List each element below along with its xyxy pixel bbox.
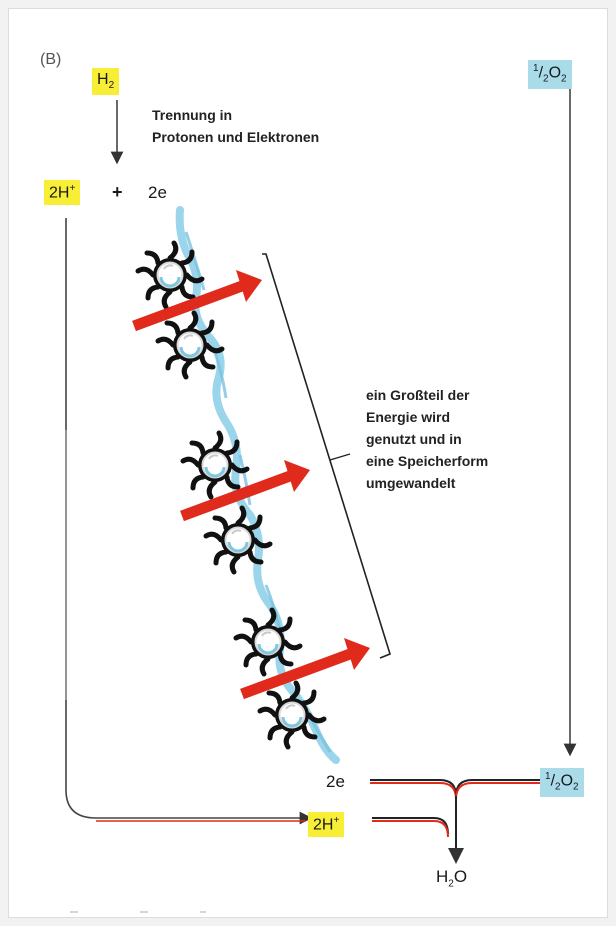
h2-base: H: [97, 71, 109, 88]
protons-base: 2H: [313, 816, 334, 834]
note-line: genutzt und in: [366, 431, 462, 447]
water-formation-lines: [370, 779, 540, 864]
o2-base: O: [548, 64, 562, 82]
water-subscript: 2: [448, 878, 454, 890]
half-o2-top-label: 1/2O2: [528, 60, 572, 89]
energy-arrow-icon: [180, 460, 310, 522]
fraction-numerator: 1: [545, 771, 551, 782]
proton-path-line: [65, 218, 313, 825]
water-o: O: [453, 867, 468, 886]
protons-charge: +: [333, 815, 340, 826]
protons-bottom-label: 2H+: [308, 812, 345, 838]
water-h: H: [436, 867, 449, 886]
diagram-panel: [8, 8, 608, 918]
protons-top-label: 2H+: [44, 180, 81, 206]
o2-subscript: 2: [573, 781, 579, 793]
electrons-bottom-label: 2e: [326, 772, 345, 791]
note-line: umgewandelt: [366, 475, 456, 491]
fraction-denominator: 2: [555, 781, 561, 793]
h2-label: H2: [92, 68, 120, 96]
electrons-top-label: 2e: [148, 183, 167, 202]
gear-wheel-icon: [236, 610, 300, 674]
half-o2-bottom-label: 1/2O2: [540, 768, 584, 797]
fraction-denominator: 2: [543, 73, 549, 85]
energy-note: ein Großteil der Energie wird genutzt un…: [366, 384, 488, 494]
note-line: eine Speicherform: [366, 453, 489, 469]
protons-charge: +: [69, 183, 76, 194]
o2-subscript: 2: [561, 73, 567, 85]
o2-base: O: [560, 772, 574, 790]
energy-arrow-icon: [132, 270, 262, 332]
fraction-numerator: 1: [533, 63, 539, 74]
separation-note: Trennung in Protonen und Elektronen: [152, 104, 319, 148]
note-line: Protonen und Elektronen: [152, 129, 320, 145]
panel-label: (B): [40, 51, 62, 68]
note-line: Trennung in: [152, 107, 233, 123]
note-line: ein Großteil der: [366, 387, 470, 403]
water-label: H2O: [436, 868, 467, 889]
energy-bracket: [262, 253, 391, 659]
plus-sign: +: [112, 182, 123, 202]
note-line: Energie wird: [366, 409, 451, 425]
energy-arrow-icon: [240, 638, 370, 700]
h2-subscript: 2: [108, 80, 115, 92]
protons-base: 2H: [49, 184, 70, 202]
